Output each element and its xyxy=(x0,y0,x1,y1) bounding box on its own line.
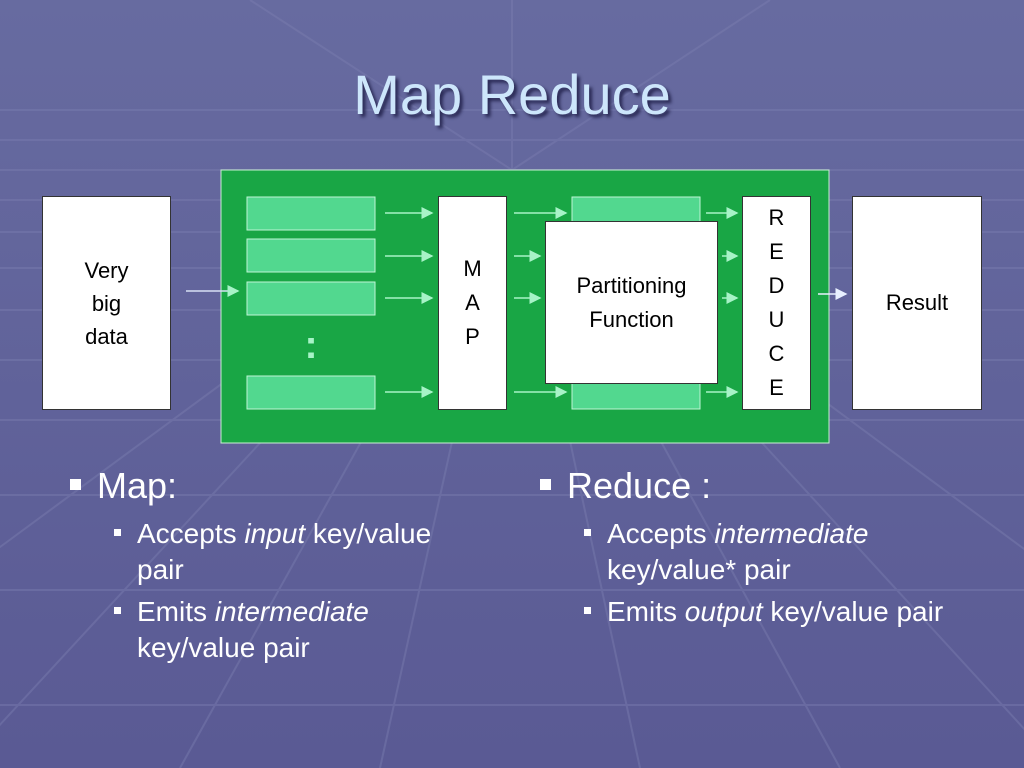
sub-bullet-text-plain: Emits xyxy=(607,596,685,627)
bullet-reduce-heading: Reduce : xyxy=(567,465,712,506)
reduce-label: REDUCE xyxy=(768,205,785,400)
sub-bullet-text-emphasis: intermediate xyxy=(214,596,369,627)
reduce-box: REDUCE xyxy=(742,196,811,410)
sub-bullet: Accepts intermediate key/value* pair xyxy=(584,516,982,588)
input-data-label: Very big data xyxy=(84,257,129,349)
result-box: Result xyxy=(852,196,982,410)
sub-bullet-text: Emits output key/value pair xyxy=(607,594,982,630)
result-label: Result xyxy=(885,290,949,315)
sub-bullet-text-plain: key/value pair xyxy=(137,632,310,663)
bullet-square-icon xyxy=(584,529,591,536)
bullet-square-icon xyxy=(540,479,551,490)
map-label: MAP xyxy=(463,256,482,349)
bullet-reduce: Reduce : xyxy=(532,462,982,510)
reduce-bullets: Reduce : Accepts intermediate key/value*… xyxy=(532,462,982,636)
chunk-ellipsis: : xyxy=(304,323,317,367)
sub-bullet-text-plain: Accepts xyxy=(137,518,245,549)
sub-bullet-text: Accepts input key/value pair xyxy=(137,516,462,588)
bullet-square-icon xyxy=(584,607,591,614)
partitioning-function-box: Partitioning Function xyxy=(545,221,718,384)
sub-bullet-text: Emits intermediate key/value pair xyxy=(137,594,462,666)
input-data-box: Very big data xyxy=(42,196,171,410)
sub-bullet-text: Accepts intermediate key/value* pair xyxy=(607,516,982,588)
sub-bullet: Emits intermediate key/value pair xyxy=(114,594,462,666)
input-chunk xyxy=(246,375,376,410)
bullet-square-icon xyxy=(114,529,121,536)
map-box: MAP xyxy=(438,196,507,410)
sub-bullet-text-plain: key/value pair xyxy=(137,518,432,585)
bullet-square-icon xyxy=(114,607,121,614)
sub-bullet-text-plain: Emits xyxy=(137,596,215,627)
sub-bullet-text-emphasis: output xyxy=(684,596,763,627)
input-chunk xyxy=(246,281,376,316)
sub-bullet: Emits output key/value pair xyxy=(584,594,982,630)
bullet-map-heading: Map: xyxy=(97,465,178,506)
sub-bullet-text-plain: key/value pair xyxy=(762,596,944,627)
slide-title: Map Reduce xyxy=(353,63,671,126)
sub-bullet-text-plain: key/value* pair xyxy=(607,554,791,585)
bullet-map: Map: xyxy=(62,462,462,510)
input-chunk xyxy=(246,196,376,231)
map-bullets: Map: Accepts input key/value pair Emits … xyxy=(62,462,462,672)
sub-bullet-text-emphasis: input xyxy=(244,518,306,549)
partitioning-label-line1: Partitioning xyxy=(576,272,687,298)
sub-bullet-text-emphasis: intermediate xyxy=(714,518,869,549)
sub-bullet-text-plain: Accepts xyxy=(607,518,715,549)
bullet-square-icon xyxy=(70,479,81,490)
sub-bullet: Accepts input key/value pair xyxy=(114,516,462,588)
partitioning-label-line2: Function xyxy=(589,306,674,332)
input-chunk xyxy=(246,238,376,273)
